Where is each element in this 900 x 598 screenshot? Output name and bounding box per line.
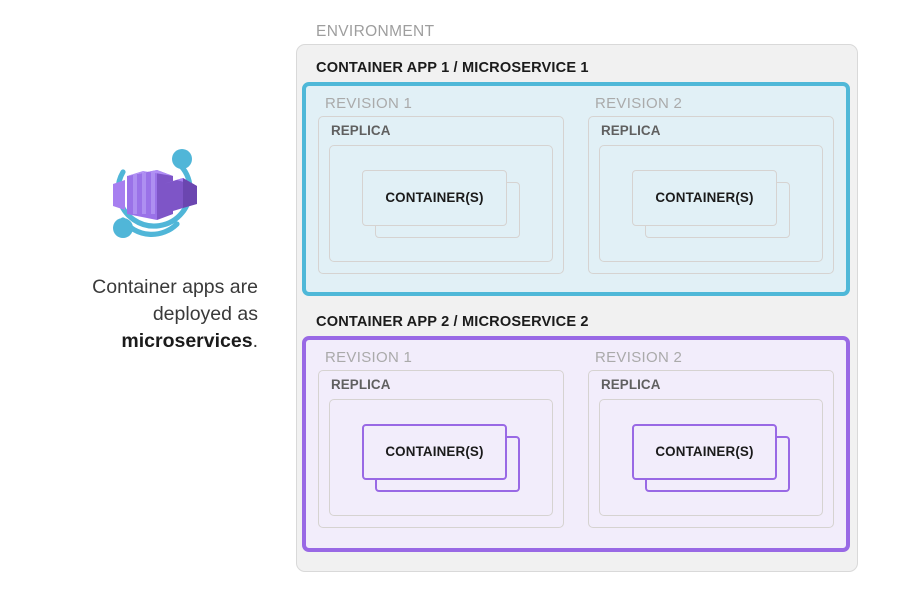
caption-line-2: deployed as <box>152 303 258 325</box>
app1-revision-1-replica-box: REPLICA CONTAINER(S) <box>318 116 564 274</box>
container-app-2-title: CONTAINER APP 2 / MICROSERVICE 2 <box>316 314 589 330</box>
app1-revision-1-container-card-front: CONTAINER(S) <box>362 169 507 226</box>
caption-line-1: Container apps are <box>92 276 258 298</box>
container-app-1-box: REVISION 1 REPLICA CONTAINER(S) REVISION… <box>302 82 850 296</box>
app1-revision-1: REVISION 1 REPLICA CONTAINER(S) <box>306 86 576 292</box>
app1-revision-2-replica-box: REPLICA CONTAINER(S) <box>588 116 834 274</box>
app2-revision-1-container-stack: CONTAINER(S) <box>362 423 520 492</box>
environment-label: ENVIRONMENT <box>316 23 435 40</box>
app1-revision-2-container-card-front: CONTAINER(S) <box>632 169 777 226</box>
app2-revision-2: REVISION 2 REPLICA CONTAINER(S) <box>576 340 846 548</box>
app2-revision-1-container-label: CONTAINER(S) <box>385 444 484 459</box>
app2-revision-2-container-card-front: CONTAINER(S) <box>632 423 777 480</box>
app2-revision-2-replica-label: REPLICA <box>601 377 661 392</box>
app1-revision-2-container-stack: CONTAINER(S) <box>632 169 790 238</box>
app1-revision-1-inner-box: CONTAINER(S) <box>329 145 553 262</box>
app1-revision-2-replica-label: REPLICA <box>601 123 661 138</box>
app1-revision-2-container-label: CONTAINER(S) <box>655 190 754 205</box>
app2-revision-1-label: REVISION 1 <box>325 349 413 366</box>
icon-wrap <box>42 140 260 252</box>
app2-revision-2-container-stack: CONTAINER(S) <box>632 423 790 492</box>
app1-revision-2: REVISION 2 REPLICA CONTAINER(S) <box>576 86 846 292</box>
app2-revision-1-replica-box: REPLICA CONTAINER(S) <box>318 370 564 528</box>
app2-revision-1: REVISION 1 REPLICA CONTAINER(S) <box>306 340 576 548</box>
container-app-1-title: CONTAINER APP 1 / MICROSERVICE 1 <box>316 60 589 76</box>
app1-revision-1-replica-label: REPLICA <box>331 123 391 138</box>
app2-revision-1-replica-label: REPLICA <box>331 377 391 392</box>
app1-revision-1-container-label: CONTAINER(S) <box>385 190 484 205</box>
explainer-panel: Container apps are deployed as microserv… <box>42 140 260 355</box>
caption-period: . <box>252 330 258 352</box>
app2-revision-2-replica-box: REPLICA CONTAINER(S) <box>588 370 834 528</box>
caption-bold-term: microservices <box>121 330 253 352</box>
app2-revision-1-container-card-front: CONTAINER(S) <box>362 423 507 480</box>
container-app-2-box: REVISION 1 REPLICA CONTAINER(S) REVISION… <box>302 336 850 552</box>
explainer-caption: Container apps are deployed as microserv… <box>42 274 260 355</box>
app2-revision-2-container-label: CONTAINER(S) <box>655 444 754 459</box>
app2-revision-1-inner-box: CONTAINER(S) <box>329 399 553 516</box>
app1-revision-1-label: REVISION 1 <box>325 95 413 112</box>
app2-revision-2-inner-box: CONTAINER(S) <box>599 399 823 516</box>
azure-container-apps-icon <box>99 142 203 251</box>
app1-revision-2-label: REVISION 2 <box>595 95 683 112</box>
app1-revision-2-inner-box: CONTAINER(S) <box>599 145 823 262</box>
app2-revision-2-label: REVISION 2 <box>595 349 683 366</box>
app1-revision-1-container-stack: CONTAINER(S) <box>362 169 520 238</box>
